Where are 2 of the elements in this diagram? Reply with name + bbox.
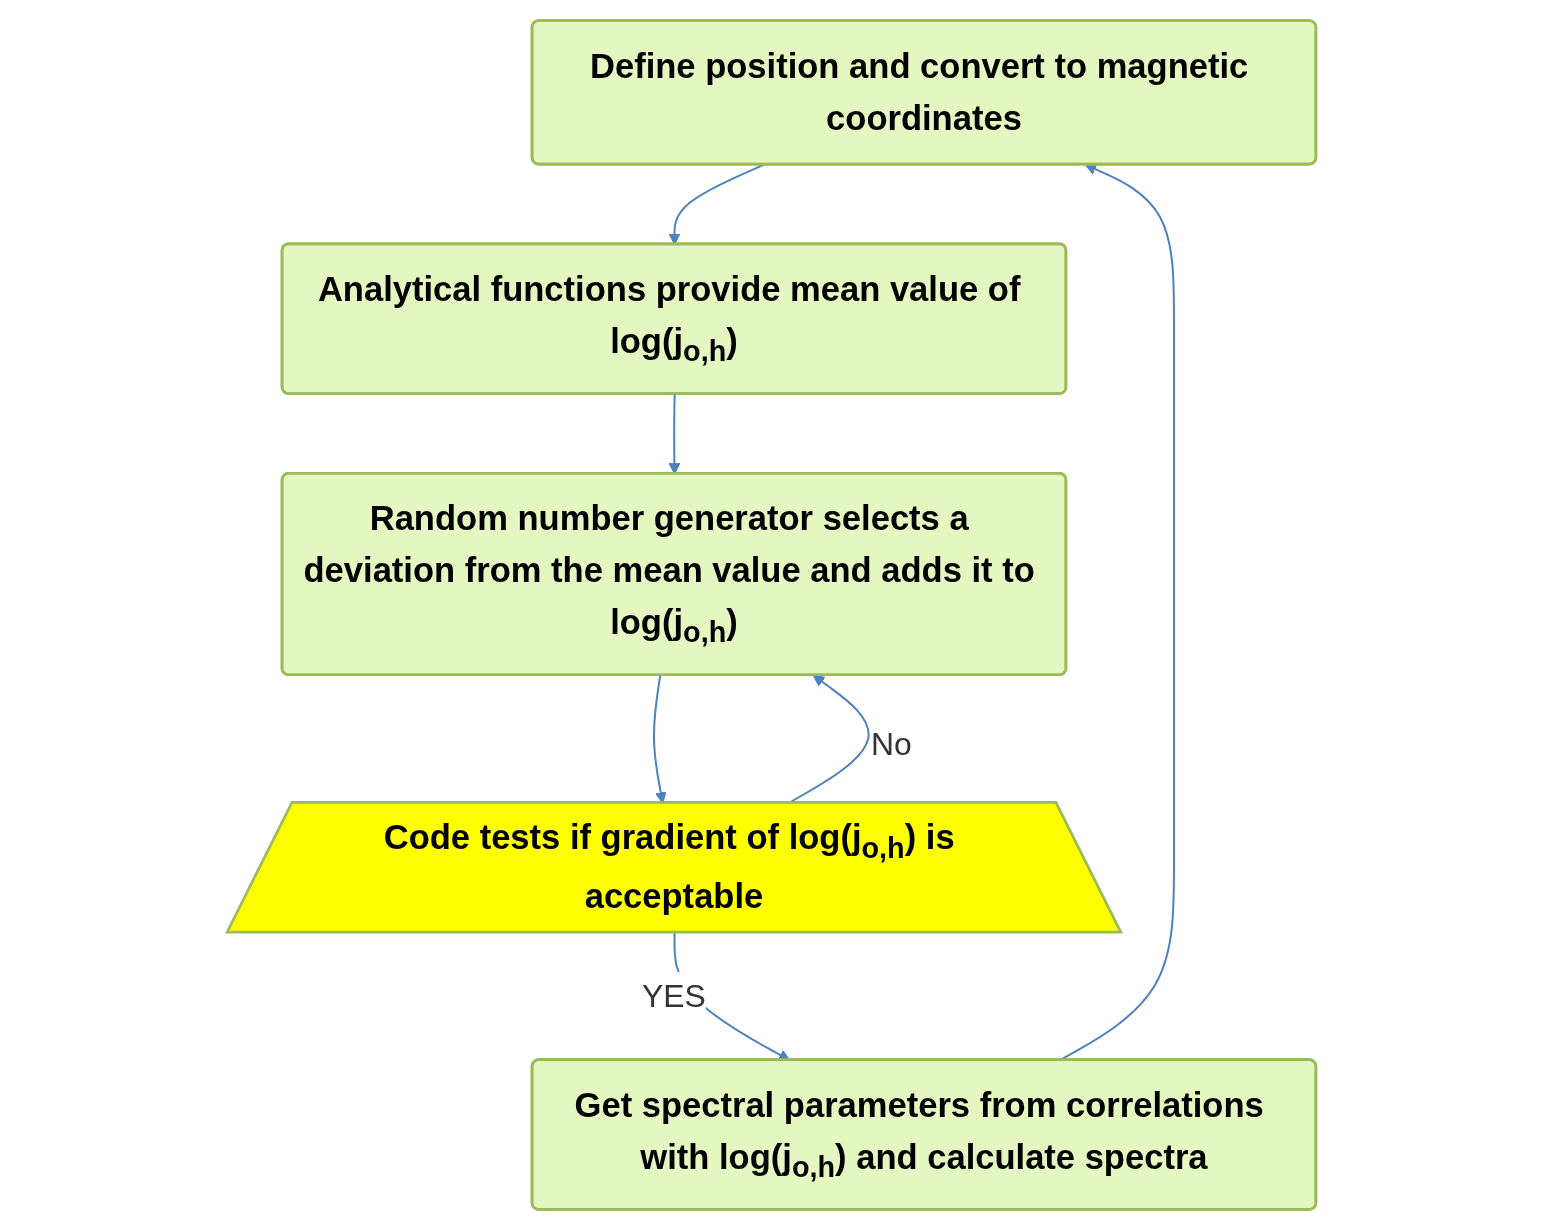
- edge-label: YES: [642, 977, 706, 1014]
- edge-label: No: [870, 725, 912, 762]
